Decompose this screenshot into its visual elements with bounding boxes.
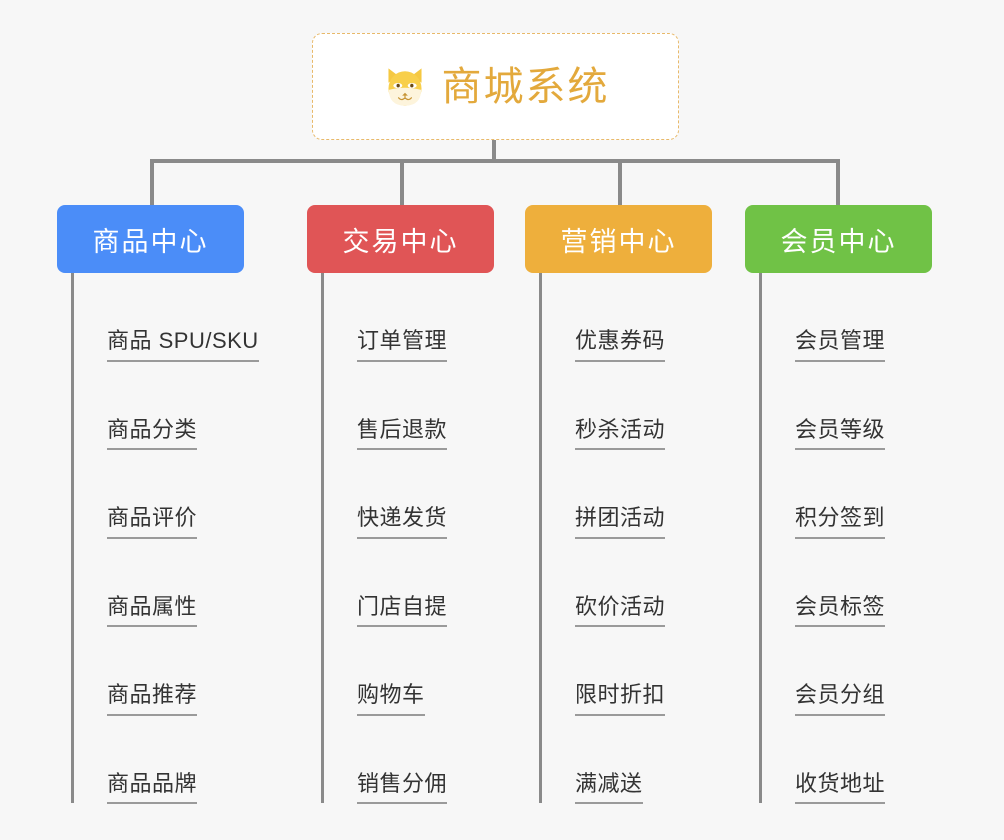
- leaf-item[interactable]: 砍价活动: [542, 539, 769, 627]
- leaf-item[interactable]: 商品品牌: [74, 716, 301, 804]
- shiba-dog-face-icon: [387, 67, 422, 106]
- leaf-item-label: 限时折扣: [575, 682, 666, 716]
- leaf-item-label: 会员分组: [795, 682, 886, 716]
- connector-drop-3: [836, 159, 840, 206]
- leaf-item-label: 收货地址: [795, 771, 886, 804]
- leaf-item-label: 商品属性: [107, 594, 198, 627]
- leaf-item[interactable]: 拼团活动: [542, 450, 769, 539]
- leaf-item-label: 优惠券码: [575, 328, 666, 362]
- leaf-item[interactable]: 门店自提: [324, 539, 551, 627]
- leaf-item-label: 快递发货: [357, 505, 448, 539]
- leaf-item[interactable]: 售后退款: [324, 362, 551, 450]
- category-box-product[interactable]: 商品中心: [57, 205, 244, 273]
- leaf-item[interactable]: 商品 SPU/SKU: [74, 273, 301, 362]
- leaf-item-label: 商品品牌: [107, 771, 198, 804]
- leaf-item[interactable]: 优惠券码: [542, 273, 769, 362]
- leaf-item-label: 积分签到: [795, 505, 886, 539]
- connector-drop-0: [150, 159, 154, 206]
- leaf-item-label: 拼团活动: [575, 505, 666, 539]
- category-box-marketing[interactable]: 营销中心: [525, 205, 712, 273]
- connector-root-stem: [492, 140, 496, 162]
- leaf-item[interactable]: 会员标签: [762, 539, 989, 627]
- leaf-item-label: 门店自提: [357, 594, 448, 627]
- leaf-item-label: 商品分类: [107, 417, 198, 450]
- leaf-item[interactable]: 会员分组: [762, 627, 989, 716]
- connector-drop-2: [618, 159, 622, 206]
- leaf-item[interactable]: 秒杀活动: [542, 362, 769, 450]
- leaf-item-label: 会员管理: [795, 328, 886, 362]
- leaf-item-label: 订单管理: [357, 328, 448, 362]
- leaf-item[interactable]: 会员等级: [762, 362, 989, 450]
- leaf-item[interactable]: 商品评价: [74, 450, 301, 539]
- leaf-item-label: 会员等级: [795, 417, 886, 450]
- leaf-item[interactable]: 购物车: [324, 627, 551, 716]
- leaf-item-label: 满减送: [575, 771, 643, 804]
- leaf-column-marketing: 优惠券码 秒杀活动 拼团活动 砍价活动 限时折扣 满减送: [539, 273, 769, 804]
- leaf-item-label: 售后退款: [357, 417, 448, 450]
- leaf-item-label: 商品推荐: [107, 682, 198, 716]
- leaf-item[interactable]: 收货地址: [762, 716, 989, 804]
- category-box-member[interactable]: 会员中心: [745, 205, 932, 273]
- leaf-item-label: 商品评价: [107, 505, 198, 539]
- category-box-trade[interactable]: 交易中心: [307, 205, 494, 273]
- leaf-item[interactable]: 积分签到: [762, 450, 989, 539]
- leaf-item[interactable]: 商品推荐: [74, 627, 301, 716]
- leaf-item[interactable]: 满减送: [542, 716, 769, 804]
- leaf-item[interactable]: 快递发货: [324, 450, 551, 539]
- leaf-item-label: 秒杀活动: [575, 417, 666, 450]
- category-label: 营销中心: [560, 226, 677, 257]
- connector-drop-1: [400, 159, 404, 206]
- leaf-column-trade: 订单管理 售后退款 快递发货 门店自提 购物车 销售分佣: [321, 273, 551, 804]
- category-label: 商品中心: [92, 226, 209, 257]
- leaf-column-member: 会员管理 会员等级 积分签到 会员标签 会员分组 收货地址: [759, 273, 989, 804]
- leaf-item-label: 砍价活动: [575, 594, 666, 627]
- leaf-item-label: 商品 SPU/SKU: [107, 328, 259, 362]
- leaf-item[interactable]: 限时折扣: [542, 627, 769, 716]
- leaf-item-label: 购物车: [357, 682, 425, 716]
- leaf-item[interactable]: 商品属性: [74, 539, 301, 627]
- root-node-card[interactable]: 商城系统: [312, 33, 679, 140]
- leaf-item-label: 销售分佣: [357, 771, 448, 804]
- category-label: 交易中心: [342, 226, 459, 257]
- leaf-column-product: 商品 SPU/SKU 商品分类 商品评价 商品属性 商品推荐 商品品牌: [71, 273, 301, 804]
- connector-bus-bar: [150, 159, 840, 163]
- leaf-item-label: 会员标签: [795, 594, 886, 627]
- leaf-item[interactable]: 会员管理: [762, 273, 989, 362]
- leaf-item[interactable]: 销售分佣: [324, 716, 551, 804]
- leaf-item[interactable]: 订单管理: [324, 273, 551, 362]
- category-label: 会员中心: [780, 226, 897, 257]
- root-node-label: 商城系统: [441, 64, 610, 109]
- leaf-item[interactable]: 商品分类: [74, 362, 301, 450]
